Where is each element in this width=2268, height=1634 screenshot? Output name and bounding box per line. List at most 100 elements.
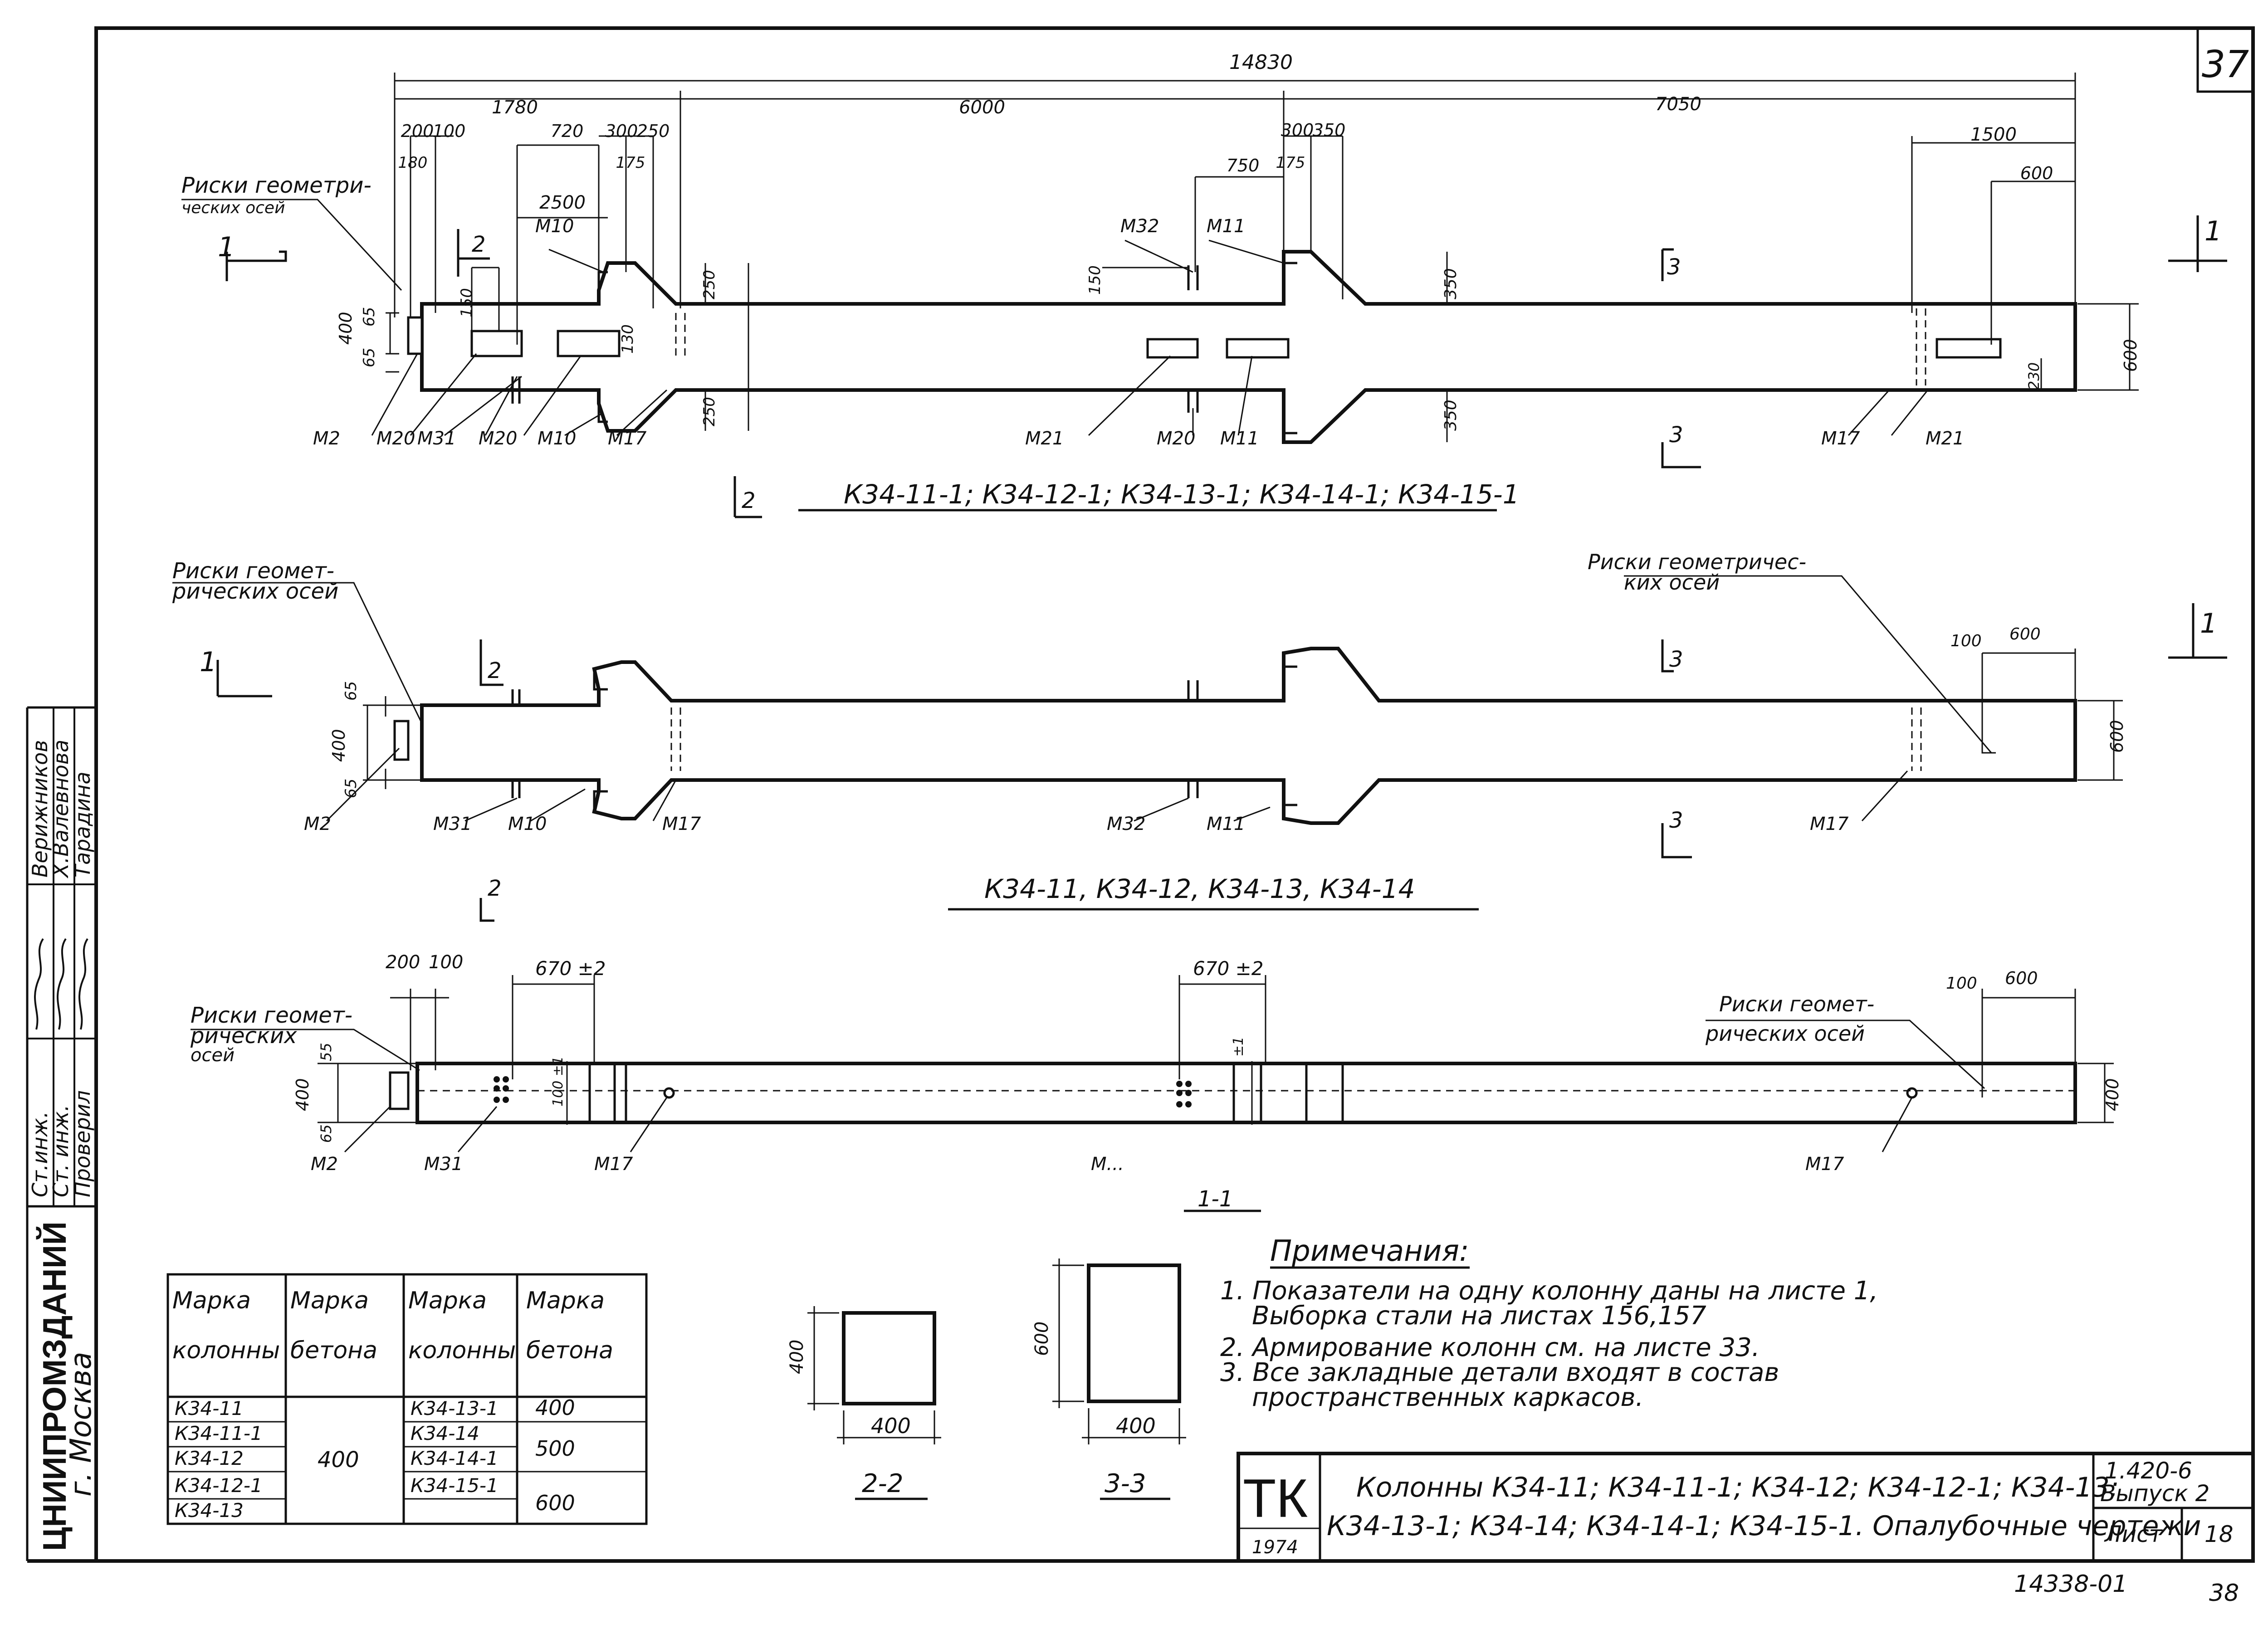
- column-outline-middle: [420, 647, 2077, 825]
- dim-plan-1: 200: [386, 952, 420, 973]
- label-m31-plan: М31: [424, 1154, 463, 1175]
- note-axis-marks-middle-left-1: Риски геомет-: [172, 558, 334, 584]
- dim-plan-12: 400: [2102, 1078, 2122, 1111]
- section-1-1-title: 1-1: [1198, 1186, 1233, 1212]
- stamp-name-3: Тарадина: [70, 771, 95, 878]
- column-outline-plan: [415, 1062, 2077, 1124]
- column-outline-top: [420, 250, 2077, 444]
- dim-top-8: 250: [637, 121, 670, 141]
- note-line-2: Выборка стали на листах 156,157: [1252, 1301, 1706, 1331]
- dim-top-10: 350: [1313, 120, 1346, 140]
- table-left-grade: 400: [318, 1447, 359, 1473]
- signature-1: [34, 938, 44, 1030]
- table-head-col3-line2: колонны: [408, 1337, 516, 1364]
- note-axis-marks-plan-left-2: рических: [190, 1023, 297, 1049]
- section-2-top: 2: [472, 232, 486, 257]
- table-right-grade-1: 400: [535, 1395, 575, 1420]
- view-top-title: К34-11-1; К34-12-1; К34-13-1; К34-14-1; …: [844, 479, 1520, 510]
- label-m32-top: М32: [1120, 216, 1159, 237]
- label-m10-middle: М10: [508, 814, 547, 834]
- dim-top-13: 175: [616, 154, 645, 172]
- dim-top-12: 180: [398, 154, 428, 172]
- table-head-col1-line2: колонны: [172, 1337, 280, 1364]
- notes-heading: Примечания:: [1270, 1234, 1469, 1268]
- label-m-plan-mid: М...: [1091, 1154, 1124, 1175]
- dim-top-14: 175: [1276, 154, 1305, 172]
- title-block-logo: ТК: [1243, 1468, 1308, 1529]
- stamp-name-2: Х.Валевнова: [49, 740, 73, 878]
- dim-top-18: 400: [336, 312, 356, 345]
- table-head-col3-line1: Марка: [408, 1287, 487, 1314]
- note-axis-marks-middle-left-2: рических осей: [172, 579, 338, 604]
- dim-top-16: 600: [2020, 163, 2053, 183]
- label-m2-middle: М2: [304, 814, 331, 834]
- label-m31-top: М31: [417, 428, 456, 449]
- dim-section-2-2-height: 400: [787, 1340, 807, 1374]
- note-axis-marks-plan-right-2: рических осей: [1705, 1021, 1865, 1046]
- label-m20-top: М20: [376, 428, 415, 449]
- sheet-number-box: [2196, 27, 2254, 93]
- stamp-organization: ЦНИИПРОМЗДАНИЙ: [36, 1221, 73, 1551]
- section-2-2-title: 2-2: [862, 1469, 903, 1498]
- side-stamp: Ст.инж. Ст. инж. Проверил Верижников Х.В…: [26, 706, 98, 1561]
- section-2-middle-top: 2: [488, 658, 502, 683]
- dim-plan-11: ±1: [1231, 1037, 1246, 1057]
- dim-top-5: 100: [433, 121, 466, 141]
- note-line-5: пространственных каркасов.: [1252, 1383, 1643, 1412]
- table-head-col2-line1: Марка: [290, 1287, 369, 1314]
- note-axis-marks-top-2: ческих осей: [181, 199, 285, 217]
- section-1-top-right: 1: [2204, 215, 2222, 247]
- view-middle-column-k34: [172, 575, 2227, 922]
- note-axis-marks-middle-right-2: ких осей: [1624, 570, 1720, 595]
- section-1-top-left: 1: [218, 231, 235, 263]
- dim-top-3: 7050: [1655, 94, 1701, 115]
- label-m31-middle: М31: [433, 814, 472, 834]
- dim-top-6: 720: [551, 121, 584, 141]
- title-block-issue: Выпуск 2: [2100, 1480, 2209, 1507]
- dim-top-21: 150: [458, 288, 476, 317]
- title-block-series: 1.420-6: [2105, 1458, 2192, 1484]
- table-right-grade-2: 500: [535, 1436, 575, 1461]
- dim-middle-3: 65: [342, 779, 360, 798]
- title-block-sheet-label: Лист: [2104, 1521, 2163, 1547]
- table-right-grade-3: 600: [535, 1491, 575, 1515]
- label-m17b-middle: М17: [1810, 814, 1849, 834]
- title-block-sheet-number: 18: [2204, 1521, 2234, 1547]
- section-3-top: 3: [1667, 254, 1681, 280]
- title-block-title-line-1: Колонны К34-11; К34-11-1; К34-12; К34-12…: [1356, 1472, 2119, 1503]
- label-m17b-plan: М17: [1805, 1154, 1844, 1175]
- dim-plan-7: 400: [293, 1078, 313, 1111]
- dim-top-9: 300: [1281, 120, 1314, 140]
- label-m10-top: М10: [535, 216, 574, 237]
- note-axis-marks-plan-right-1: Риски геомет-: [1719, 992, 1874, 1016]
- label-m2-top: М2: [313, 428, 340, 449]
- label-m17b-top: М17: [1821, 428, 1860, 449]
- dim-top-24: 250: [700, 397, 719, 426]
- dim-top-25: 150: [1086, 265, 1104, 295]
- concrete-grade-table: [166, 1273, 648, 1525]
- dim-top-4: 200: [401, 121, 434, 141]
- table-right-mark-2: К34-14: [411, 1422, 479, 1444]
- section-1-middle-left: 1: [200, 646, 217, 678]
- page-number-bottom: 38: [2209, 1580, 2239, 1607]
- section-3-3-title: 3-3: [1105, 1469, 1146, 1498]
- dim-top-1: 1780: [492, 97, 538, 118]
- table-left-mark-3: К34-12: [175, 1447, 244, 1469]
- section-2-2-drawing: [807, 1258, 1186, 1444]
- dim-middle-1: 400: [329, 729, 349, 762]
- stamp-city: г. Москва: [64, 1352, 98, 1497]
- note-axis-marks-plan-left-3: осей: [191, 1045, 235, 1066]
- note-axis-marks-middle-right-1: Риски геометричес-: [1588, 550, 1806, 574]
- label-m10b-top: М10: [538, 428, 576, 449]
- table-right-mark-1: К34-13-1: [411, 1397, 499, 1419]
- table-left-mark-1: К34-11: [175, 1397, 244, 1419]
- stamp-role-1: Ст.инж.: [28, 1111, 52, 1197]
- dim-plan-2: 100: [429, 952, 463, 973]
- sheet-number: 37: [2202, 43, 2249, 86]
- dim-section-3-3-width: 400: [1116, 1414, 1156, 1438]
- dim-middle-2: 65: [342, 681, 360, 701]
- label-m32-middle: М32: [1107, 814, 1145, 834]
- note-line-4: 3. Все закладные детали входят в состав: [1220, 1358, 1779, 1387]
